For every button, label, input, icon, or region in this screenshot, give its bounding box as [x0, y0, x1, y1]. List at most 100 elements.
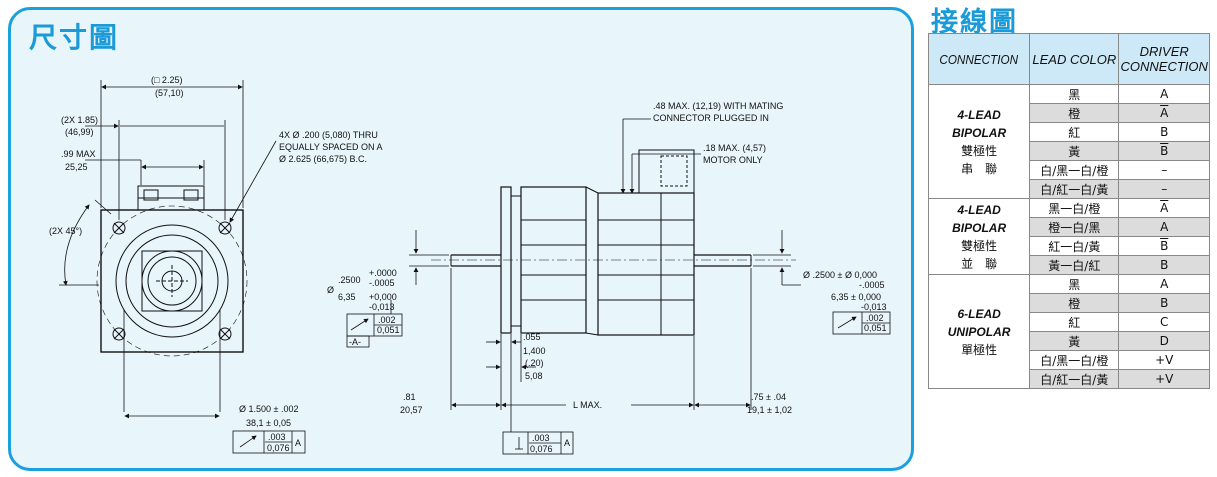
front-shaft-mm-minus: -0,013	[369, 302, 395, 312]
front-shaft-dia-prefix: Ø	[327, 285, 334, 295]
max-width-mm-label: 25,25	[65, 162, 88, 172]
lead-color-cell: 白/紅一白/黃	[1029, 179, 1120, 199]
perp-tol-mm-value: 0,076	[530, 444, 553, 454]
hole-spacing-mm-label: (46,99)	[65, 127, 94, 137]
dimension-drawing: (□ 2.25) (57,10) (2X 1.85) (46,99) .99 M…	[49, 75, 891, 455]
driver-connection-cell: B	[1118, 122, 1210, 142]
flange-thickness-1-mm: 1,400	[523, 346, 546, 356]
driver-connection-cell: A	[1118, 274, 1210, 294]
front-shaft-dia-minus: -.0005	[369, 278, 395, 288]
pilot-circle	[147, 256, 197, 306]
mount-hole	[218, 327, 232, 341]
dimension-panel-title: 尺寸圖	[29, 21, 120, 54]
lead-color-cell: 白/黑一白/橙	[1029, 160, 1120, 180]
side-view	[431, 149, 796, 336]
connection-group-subtitle: 並 聯	[961, 256, 998, 271]
connection-group-subtitle: 雙極性	[961, 143, 998, 158]
flange-thickness-2: (.20)	[525, 358, 544, 368]
connector-note-line-2: CONNECTOR PLUGGED IN	[653, 113, 769, 123]
front-shaft-dia-plus: +.0000	[369, 268, 397, 278]
flange-circle	[115, 224, 229, 338]
driver-connection-cell: –	[1118, 160, 1210, 180]
max-width-label: .99 MAX	[61, 149, 96, 159]
flange-thickness-2-mm: 5,08	[525, 371, 543, 381]
header-lead-color: LEAD COLOR	[1029, 33, 1120, 85]
driver-connection-cell: +V	[1118, 350, 1210, 370]
motor-only-line-1: .18 MAX. (4,57)	[703, 143, 766, 153]
lead-color-cell: 黑一白/橙	[1029, 198, 1120, 218]
wiring-header-row: CONNECTION LEAD COLOR DRIVER CONNECTION	[927, 33, 1210, 85]
driver-connection-cell: –	[1118, 179, 1210, 199]
front-shaft-mm-plus: +0,000	[369, 292, 397, 302]
wiring-panel-title: 接線圖	[931, 7, 1018, 38]
square-width-label: (□ 2.25)	[151, 75, 182, 85]
rear-tol-value: .002	[866, 313, 884, 323]
driver-connection-cell: B	[1118, 293, 1210, 313]
motor-body-front	[520, 186, 587, 334]
angle-label: (2X 45°)	[49, 226, 82, 236]
front-tol-value: .002	[378, 315, 396, 325]
lead-color-cell: 橙	[1029, 103, 1120, 123]
driver-connection-cell: A	[1118, 103, 1210, 123]
connection-group-name: 4-LEAD BIPOLAR	[952, 107, 1007, 140]
lead-color-cell: 黑	[1029, 274, 1120, 294]
driver-connection-cell: D	[1118, 331, 1210, 351]
lead-color-cell: 黑	[1029, 84, 1120, 104]
rear-shaft-mm-minus: -0,013	[861, 302, 887, 312]
driver-connection-cell: B	[1118, 236, 1210, 256]
square-width-mm-label: (57,10)	[155, 88, 184, 98]
connection-group: 4-LEAD BIPOLAR 雙極性並 聯	[927, 198, 1031, 275]
dimension-drawing-panel: 尺寸圖	[8, 7, 914, 471]
perp-tol-value: .003	[532, 433, 550, 443]
connector-note-line-1: .48 MAX. (12,19) WITH MATING	[653, 101, 783, 111]
connection-group-name: 6-LEAD UNIPOLAR	[947, 306, 1011, 339]
lead-color-cell: 黃	[1029, 141, 1120, 161]
driver-connection-cell: A	[1118, 217, 1210, 237]
flange-thickness-1: .055	[523, 332, 541, 342]
rear-length-label: .75 ± .04	[751, 392, 786, 402]
front-shaft-dia-nominal: .2500	[338, 275, 361, 285]
front-view	[96, 185, 248, 357]
perp-tol-datum: A	[564, 438, 570, 448]
lead-color-cell: 橙	[1029, 293, 1120, 313]
connection-group-subtitle: 雙極性	[961, 238, 998, 253]
connection-group-name: 4-LEAD BIPOLAR	[952, 202, 1007, 235]
lead-color-cell: 黃一白/紅	[1029, 255, 1120, 275]
pilot-tol-datum: A	[295, 438, 301, 448]
front-length-mm-label: 20,57	[400, 405, 423, 415]
datum-a-label: -A-	[349, 337, 361, 347]
pilot-tol-value: .003	[268, 432, 286, 442]
wiring-row: 白/紅一白/黃+V	[929, 369, 1210, 389]
rear-shaft-dia-minus: -.0005	[859, 280, 885, 290]
lead-color-cell: 紅一白/黃	[1029, 236, 1120, 256]
pilot-dia-mm-label: 38,1 ± 0,05	[246, 418, 291, 428]
front-tol-mm-value: 0,051	[377, 325, 400, 335]
lead-color-cell: 紅	[1029, 122, 1120, 142]
pilot-tol-mm-value: 0,076	[267, 443, 290, 453]
mount-hole	[112, 327, 126, 341]
holes-note-line-3: Ø 2.625 (66,675) B.C.	[279, 154, 367, 164]
lead-color-cell: 白/紅一白/黃	[1029, 369, 1120, 389]
lead-color-cell: 紅	[1029, 312, 1120, 332]
mount-hole	[218, 221, 232, 235]
connection-group-subtitle: 串 聯	[961, 161, 998, 176]
lead-color-cell: 橙一白/黑	[1029, 217, 1120, 237]
front-flange	[100, 209, 244, 353]
driver-connection-cell: A	[1118, 198, 1210, 218]
header-driver-connection: DRIVER CONNECTION	[1118, 33, 1210, 85]
wiring-row: 白/黑一白/橙–	[929, 160, 1210, 180]
rear-length-mm-label: 19,1 ± 1,02	[747, 405, 792, 415]
rear-shaft-dia: Ø .2500 ± Ø 0,000	[803, 270, 877, 280]
header-connection: CONNECTION	[927, 33, 1031, 85]
connection-group: 4-LEAD BIPOLAR 雙極性串 聯	[927, 84, 1031, 199]
driver-connection-cell: C	[1118, 312, 1210, 332]
